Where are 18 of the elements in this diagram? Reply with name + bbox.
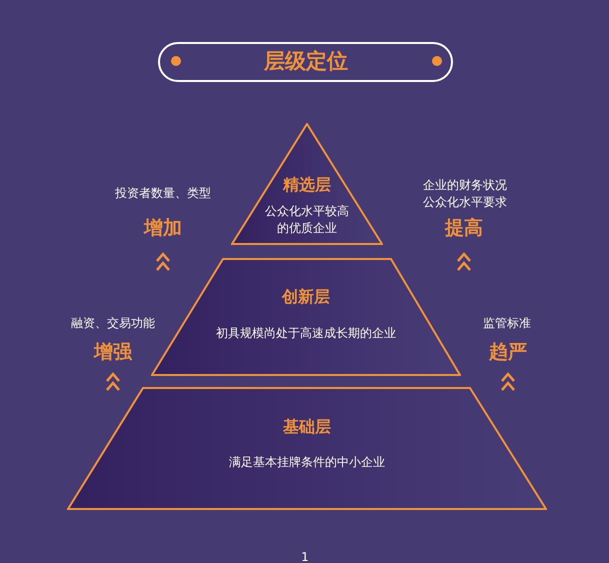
tier-heading: 创新层 <box>280 287 331 307</box>
tier-description: 公众化水平较高的优质企业 <box>264 203 350 237</box>
trend-label: 趋严 <box>488 340 528 364</box>
tier-description: 满足基本挂牌条件的中小企业 <box>228 454 386 471</box>
tier-description: 初具规模尚处于高速成长期的企业 <box>215 325 397 342</box>
page-number: 1 <box>300 549 310 563</box>
annotation-text: 监管标准 <box>482 315 532 332</box>
annotation-text: 融资、交易功能 <box>70 315 156 332</box>
annotation-text: 企业的财务状况公众化水平要求 <box>422 177 508 211</box>
tier-heading: 基础层 <box>282 417 332 437</box>
title: 层级定位 <box>262 48 349 75</box>
trend-label: 增强 <box>92 340 133 364</box>
annotation-text: 投资者数量、类型 <box>114 185 212 202</box>
pyramid-top-tier <box>231 123 383 245</box>
tier-heading: 精选层 <box>282 175 332 195</box>
pyramid-tier <box>67 387 547 510</box>
trend-label: 提高 <box>444 216 484 240</box>
trend-label: 增加 <box>142 216 183 240</box>
